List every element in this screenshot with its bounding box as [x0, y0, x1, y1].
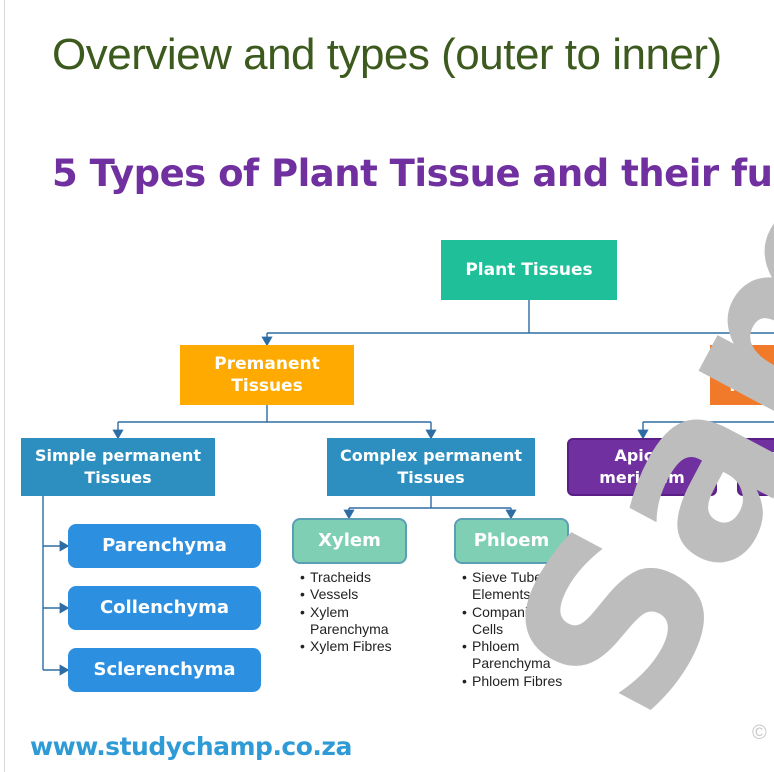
xylem-label: Xylem — [318, 530, 381, 551]
sclerenchyma-label: Sclerenchyma — [93, 659, 236, 680]
list-item-line: Cells — [472, 620, 504, 637]
intercalary-label-1: In — [761, 446, 774, 465]
list-item-line: Parenchyma — [310, 620, 389, 637]
list-item-line: Companion — [472, 603, 544, 620]
complex-permanent-label-2: Tissues — [397, 468, 465, 487]
complex-permanent-label-1: Complex permanent — [339, 446, 523, 465]
list-item-line: Parenchyma — [472, 655, 551, 672]
apical-meristem-box: Apical meristem — [567, 438, 717, 496]
slide-title: Overview and types (outer to inner) — [52, 30, 722, 79]
meristematic-label-1: M — [724, 354, 741, 374]
list-item: Phloem Fibres — [462, 673, 592, 691]
simple-permanent-tissues-box: Simple permanent Tissues — [21, 438, 215, 496]
parenchyma-box: Parenchyma — [68, 524, 261, 568]
sclerenchyma-box: Sclerenchyma — [68, 648, 261, 692]
slide-subtitle: 5 Types of Plant Tissue and their functi… — [52, 152, 774, 195]
collenchyma-label: Collenchyma — [99, 597, 230, 618]
permanent-tissues-label-1: Premanent — [214, 354, 320, 374]
list-item-line: Sieve Tube — [472, 569, 543, 585]
list-item-line: Xylem — [310, 603, 349, 620]
permanent-tissues-label-2: Tissues — [231, 376, 303, 396]
phloem-label: Phloem — [473, 530, 550, 551]
parenchyma-label: Parenchyma — [102, 535, 227, 556]
complex-permanent-tissues-box: Complex permanent Tissues — [327, 438, 535, 496]
apical-label-1: Apical — [614, 446, 670, 465]
plant-tissues-label: Plant Tissues — [465, 260, 593, 280]
collenchyma-box: Collenchyma — [68, 586, 261, 630]
permanent-tissues-box: Premanent Tissues — [180, 345, 354, 405]
watermark-text: Sample — [463, 0, 774, 756]
apical-label-2: meristem — [599, 468, 685, 487]
list-item-line: Phloem — [472, 638, 520, 655]
list-item: Vessels — [300, 586, 430, 604]
list-item-line: Elements — [472, 586, 531, 603]
slide-left-edge — [4, 0, 5, 772]
list-item: Tracheids — [300, 569, 430, 587]
website-link[interactable]: www.studychamp.co.za — [30, 732, 352, 761]
intercalary-meristem-box: In m — [737, 438, 774, 496]
list-item: Xylem Fibres — [300, 638, 430, 656]
meristematic-tissues-box: M T — [710, 345, 774, 405]
simple-permanent-label-2: Tissues — [84, 468, 152, 487]
plant-tissues-box: Plant Tissues — [441, 240, 617, 300]
simple-permanent-label-1: Simple permanent — [35, 446, 201, 465]
intercalary-label-2: m — [761, 468, 774, 487]
copyright-mark: © — [752, 722, 767, 744]
phloem-box: Phloem — [454, 518, 569, 564]
meristematic-label-2: T — [726, 376, 739, 396]
xylem-box: Xylem — [292, 518, 407, 564]
